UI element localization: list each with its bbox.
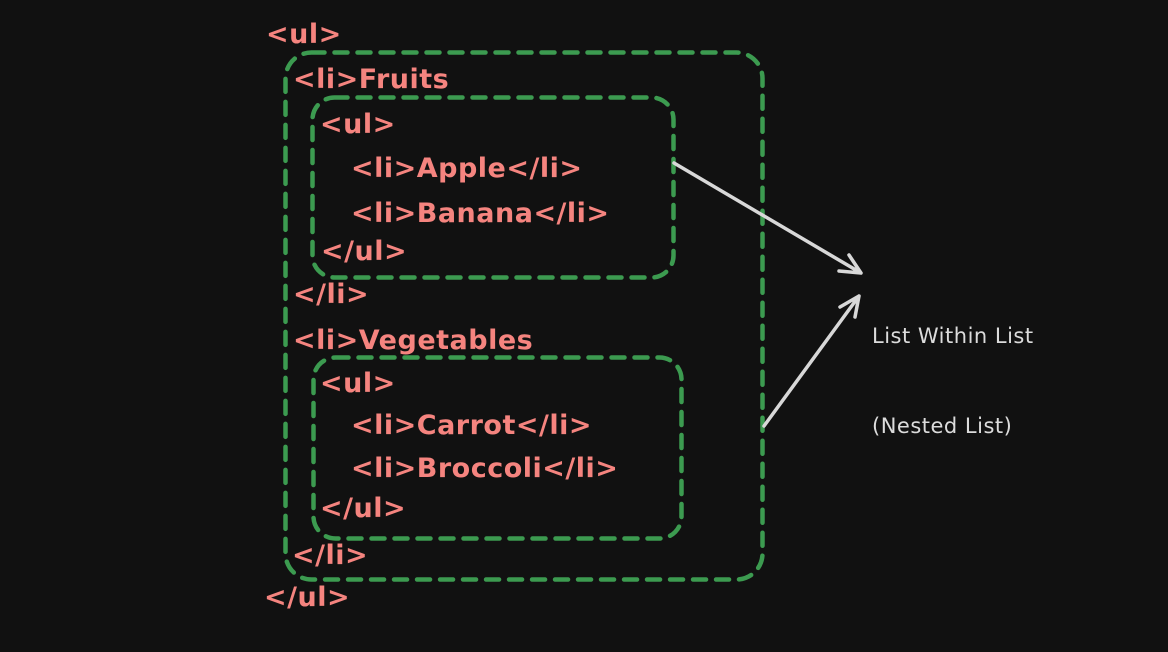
code-line-inner-ul-close-1: </ul>	[321, 236, 408, 267]
outer-list-box	[283, 50, 765, 582]
annotation-line-1: List Within List	[872, 324, 1034, 348]
code-line-li-banana: <li>Banana</li>	[351, 198, 610, 229]
vegetables-sublist-box	[311, 355, 684, 541]
code-line-inner-ul-open-2: <ul>	[320, 368, 396, 399]
code-line-li-close-2: </li>	[292, 540, 369, 571]
code-line-inner-ul-close-2: </ul>	[320, 493, 407, 524]
code-line-li-vegetables: <li>Vegetables	[293, 325, 534, 356]
code-line-li-close-1: </li>	[293, 279, 370, 310]
code-line-li-fruits: <li>Fruits	[293, 64, 450, 95]
fruits-sublist-box	[310, 95, 676, 280]
nested-list-annotation: List Within List (Nested List)	[872, 261, 1034, 501]
code-line-inner-ul-open-1: <ul>	[320, 109, 396, 140]
code-line-li-broccoli: <li>Broccoli</li>	[351, 453, 619, 484]
code-line-ul-open: <ul>	[266, 19, 342, 50]
code-line-li-apple: <li>Apple</li>	[351, 153, 583, 184]
arrow-from-vegetables-sublist-icon	[762, 294, 861, 428]
code-line-li-carrot: <li>Carrot</li>	[351, 410, 592, 441]
annotation-line-2: (Nested List)	[872, 414, 1013, 438]
arrow-from-fruits-sublist-icon	[672, 161, 863, 275]
code-line-ul-close: </ul>	[264, 582, 351, 613]
